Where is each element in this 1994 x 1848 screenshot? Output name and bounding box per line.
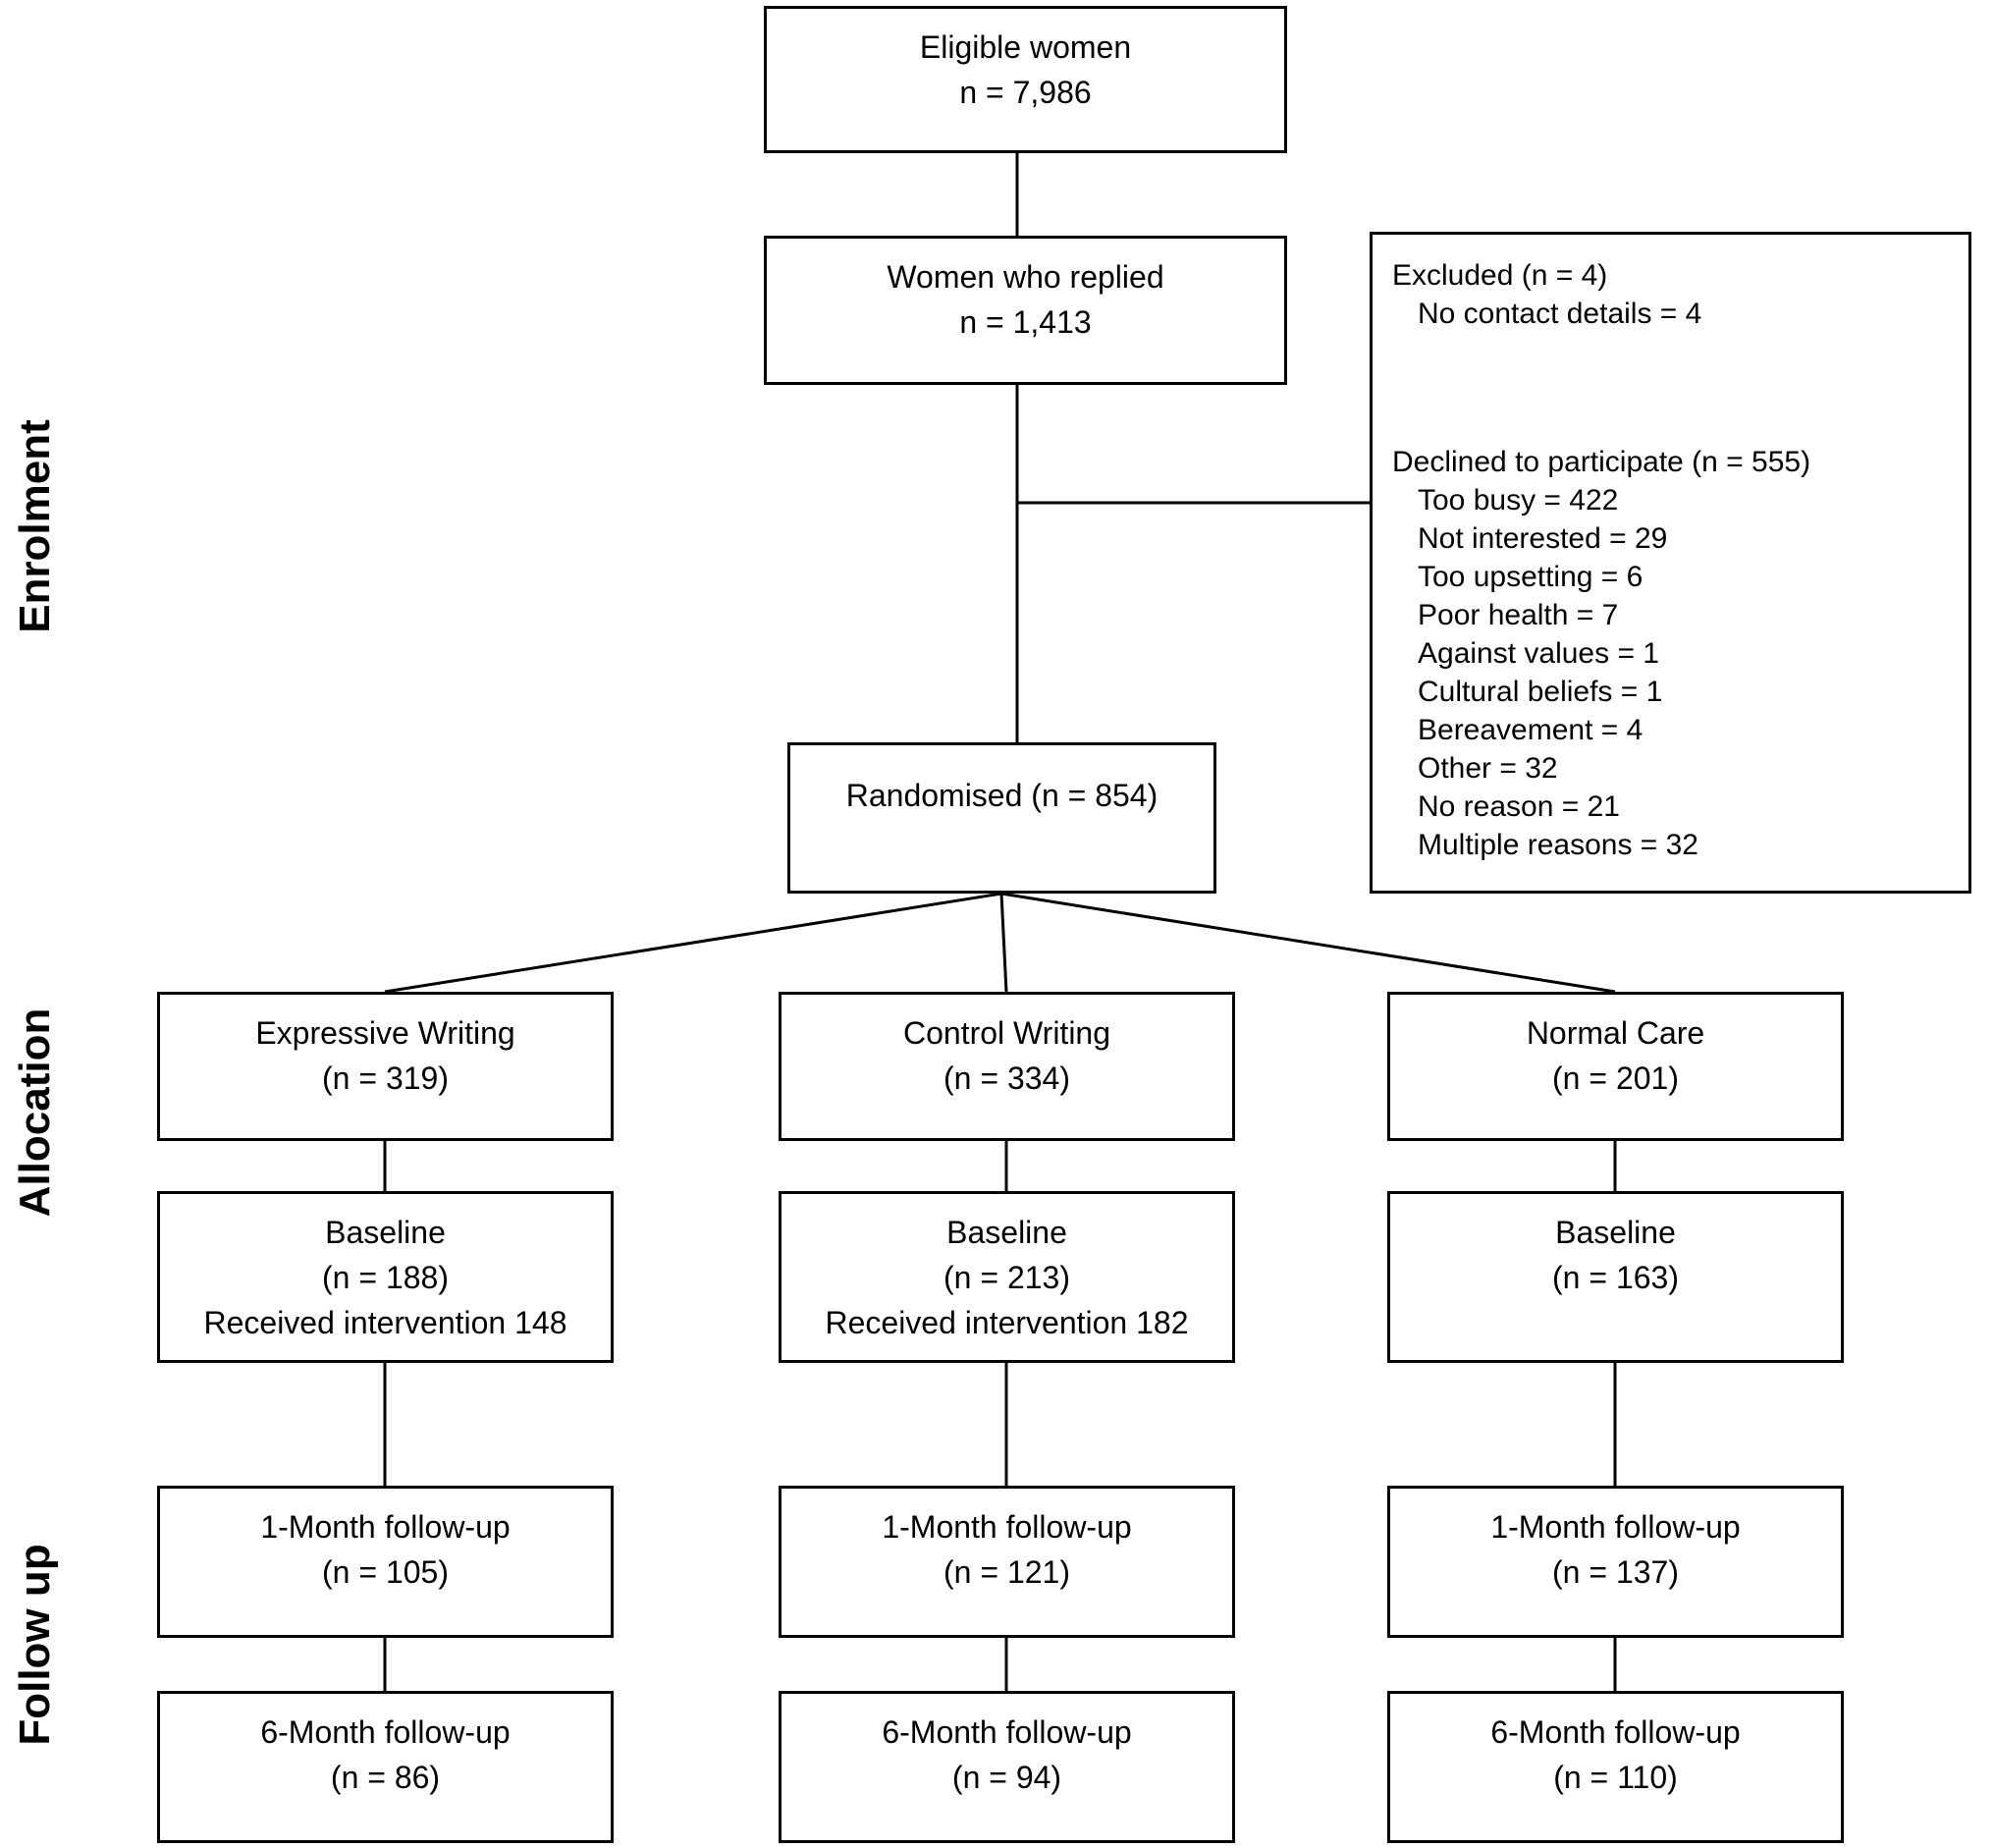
allocation-box-normal: Normal Care (n = 201) <box>1387 992 1844 1141</box>
month6-expressive-line2: (n = 86) <box>330 1760 441 1795</box>
declined-item: Too busy = 422 <box>1418 484 1619 516</box>
eligible-box: Eligible women n = 7,986 <box>764 6 1287 153</box>
replied-line2: n = 1,413 <box>959 304 1092 340</box>
declined-title: Declined to participate (n = 555) <box>1392 446 1811 478</box>
stage-label-allocation: Allocation <box>11 1007 59 1218</box>
allocation-control-line2: (n = 334) <box>943 1060 1070 1096</box>
allocation-normal-line2: (n = 201) <box>1552 1060 1679 1096</box>
replied-box: Women who replied n = 1,413 <box>764 236 1287 385</box>
baseline-control-line3: Received intervention 182 <box>825 1305 1189 1340</box>
declined-item: Cultural beliefs = 1 <box>1418 676 1663 708</box>
declined-item: Against values = 1 <box>1418 637 1659 670</box>
declined-item: Too upsetting = 6 <box>1418 561 1644 593</box>
connector-randomised-normal <box>1000 892 1616 994</box>
declined-item: Other = 32 <box>1418 752 1558 785</box>
baseline-expressive-line2: (n = 188) <box>322 1260 449 1295</box>
month6-box-expressive: 6-Month follow-up (n = 86) <box>157 1691 614 1843</box>
month6-box-control: 6-Month follow-up (n = 94) <box>779 1691 1235 1843</box>
excluded-box: Excluded (n = 4) No contact details = 4 … <box>1370 232 1971 894</box>
month1-box-expressive: 1-Month follow-up (n = 105) <box>157 1486 614 1638</box>
baseline-box-control: Baseline (n = 213) Received intervention… <box>779 1191 1235 1363</box>
baseline-box-normal: Baseline (n = 163) <box>1387 1191 1844 1363</box>
month6-control-line2: (n = 94) <box>951 1760 1062 1795</box>
baseline-normal-line1: Baseline <box>1555 1215 1676 1250</box>
declined-item: No reason = 21 <box>1418 790 1620 823</box>
month1-control-line2: (n = 121) <box>943 1554 1070 1590</box>
month6-normal-line2: (n = 110) <box>1553 1760 1678 1795</box>
baseline-control-line1: Baseline <box>946 1215 1067 1250</box>
randomised-box: Randomised (n = 854) <box>787 742 1216 894</box>
stage-label-enrolment: Enrolment <box>11 419 59 633</box>
month1-expressive-line2: (n = 105) <box>322 1554 449 1590</box>
baseline-expressive-line1: Baseline <box>325 1215 446 1250</box>
allocation-normal-line1: Normal Care <box>1526 1015 1705 1051</box>
month6-normal-line1: 6-Month follow-up <box>1490 1714 1741 1750</box>
declined-item: Poor health = 7 <box>1418 599 1619 631</box>
month1-control-line1: 1-Month follow-up <box>882 1509 1132 1545</box>
declined-item: Multiple reasons = 32 <box>1418 829 1698 861</box>
replied-line1: Women who replied <box>887 259 1164 295</box>
baseline-expressive-line3: Received intervention 148 <box>203 1305 567 1340</box>
baseline-normal-line2: (n = 163) <box>1552 1260 1679 1295</box>
allocation-box-expressive: Expressive Writing (n = 319) <box>157 992 614 1141</box>
allocation-expressive-line1: Expressive Writing <box>255 1015 515 1051</box>
month6-expressive-line1: 6-Month follow-up <box>260 1714 511 1750</box>
stage-label-followup: Follow up <box>11 1544 59 1746</box>
month1-normal-line1: 1-Month follow-up <box>1490 1509 1741 1545</box>
allocation-expressive-line2: (n = 319) <box>322 1060 449 1096</box>
month1-normal-line2: (n = 137) <box>1552 1554 1679 1590</box>
connector-randomised-control <box>999 893 1008 993</box>
declined-item: Bereavement = 4 <box>1418 714 1644 746</box>
excluded-spacer <box>1392 333 1957 443</box>
baseline-box-expressive: Baseline (n = 188) Received intervention… <box>157 1191 614 1363</box>
randomised-line1: Randomised (n = 854) <box>845 778 1159 813</box>
month1-box-normal: 1-Month follow-up (n = 137) <box>1387 1486 1844 1638</box>
eligible-line1: Eligible women <box>919 29 1132 65</box>
allocation-control-line1: Control Writing <box>902 1015 1111 1051</box>
allocation-box-control: Control Writing (n = 334) <box>779 992 1235 1141</box>
month6-control-line1: 6-Month follow-up <box>882 1714 1132 1750</box>
connector-randomised-expressive <box>384 892 1002 994</box>
month1-expressive-line1: 1-Month follow-up <box>260 1509 511 1545</box>
declined-item: Not interested = 29 <box>1418 522 1668 555</box>
eligible-line2: n = 7,986 <box>959 75 1092 110</box>
baseline-control-line2: (n = 213) <box>943 1260 1070 1295</box>
month6-box-normal: 6-Month follow-up (n = 110) <box>1387 1691 1844 1843</box>
excluded-title: Excluded (n = 4) <box>1392 259 1608 292</box>
month1-box-control: 1-Month follow-up (n = 121) <box>779 1486 1235 1638</box>
excluded-item: No contact details = 4 <box>1418 298 1702 330</box>
